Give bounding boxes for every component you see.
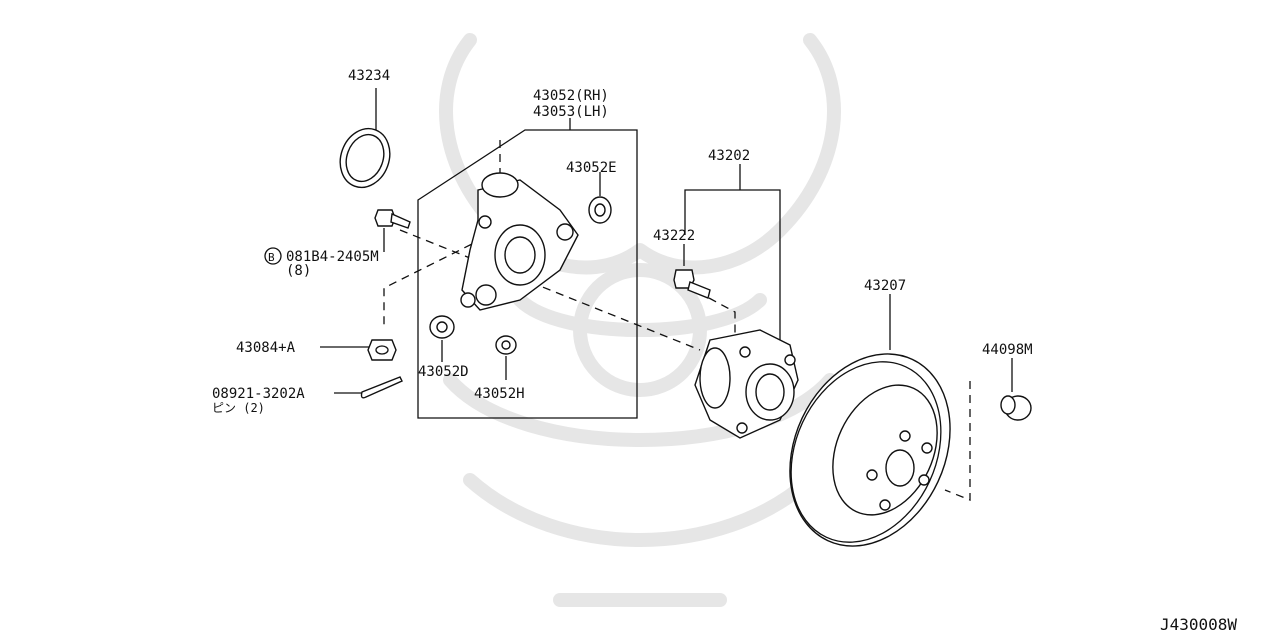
- label-bolt-code: 081B4-2405M: [286, 249, 379, 265]
- bushing-43052H[interactable]: 43052H: [474, 335, 525, 402]
- label-43084A: 43084+A: [236, 340, 296, 356]
- label-43052D: 43052D: [418, 364, 469, 380]
- hub-assembly-43202[interactable]: 43202: [684, 148, 799, 439]
- label-bolt-qty: (8): [286, 263, 311, 279]
- rotor-43207[interactable]: 43207: [760, 278, 980, 572]
- hub-bolt-43222[interactable]: 43222: [653, 228, 711, 299]
- bolt-symbol-letter: B: [268, 251, 275, 264]
- seal-ring-43234[interactable]: 43234: [332, 68, 398, 194]
- label-knuckle-lh: 43053(LH): [533, 104, 609, 120]
- label-43222: 43222: [653, 228, 695, 244]
- label-pin-code: 08921-3202A: [212, 386, 305, 402]
- bolt-081B4-2405M[interactable]: B 081B4-2405M (8): [264, 209, 411, 279]
- pin-08921-3202A[interactable]: 08921-3202A ピン (2): [212, 376, 403, 415]
- assembly-lines: [383, 140, 971, 501]
- label-43202: 43202: [708, 148, 750, 164]
- knuckle-43052-43053[interactable]: 43052(RH) 43053(LH): [417, 88, 638, 419]
- label-43207: 43207: [864, 278, 906, 294]
- watermark-logo: [439, 33, 841, 607]
- nut-43084A[interactable]: 43084+A: [236, 339, 397, 361]
- bushing-43052E[interactable]: 43052E: [566, 160, 617, 224]
- bushing-43052D[interactable]: 43052D: [418, 315, 469, 380]
- label-44098M: 44098M: [982, 342, 1033, 358]
- bolt-symbol-circle: [264, 247, 282, 265]
- label-43234: 43234: [348, 68, 390, 84]
- label-43052H: 43052H: [474, 386, 525, 402]
- label-pin-name: ピン (2): [212, 401, 265, 415]
- diagram-id: J430008W: [1160, 615, 1237, 634]
- plug-44098M[interactable]: 44098M: [982, 342, 1033, 421]
- label-knuckle-rh: 43052(RH): [533, 88, 609, 104]
- label-43052E: 43052E: [566, 160, 617, 176]
